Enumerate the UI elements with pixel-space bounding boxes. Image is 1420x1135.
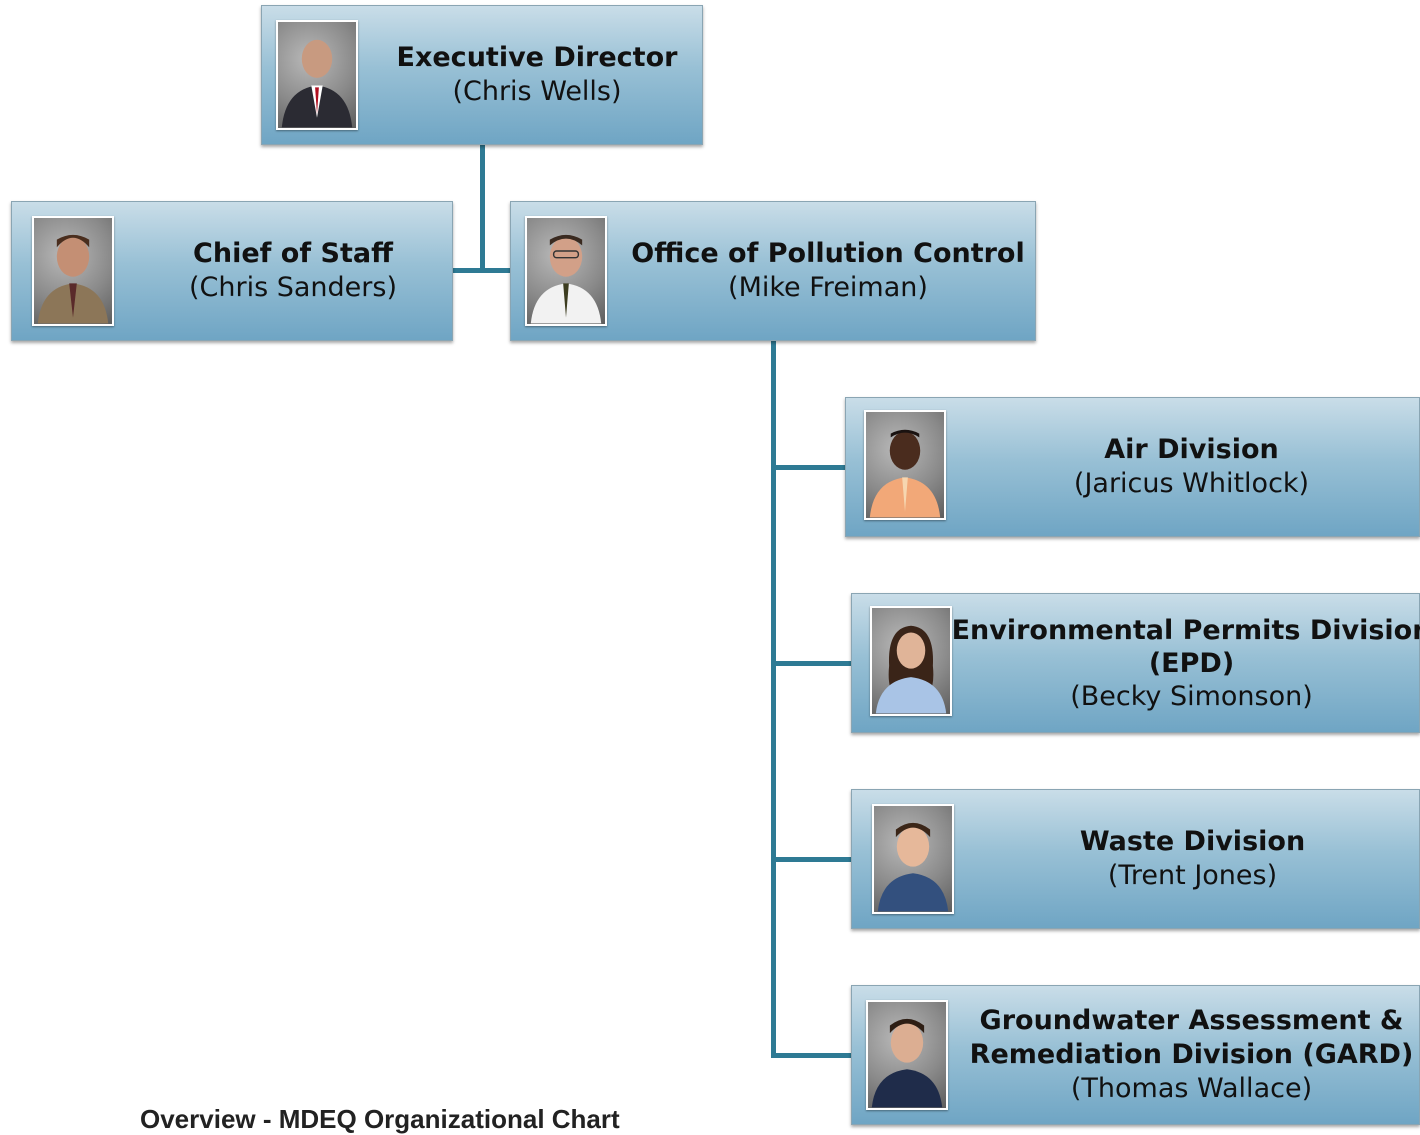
person-silhouette-icon xyxy=(530,234,602,324)
node-title: Groundwater Assessment & xyxy=(979,1005,1404,1036)
node-title: Waste Division xyxy=(1079,826,1306,857)
node-title: Air Division xyxy=(1104,434,1279,465)
node-person-name: (Chris Wells) xyxy=(452,76,622,107)
waste-division-text: Waste Division (Trent Jones) xyxy=(966,790,1419,928)
node-executive-director[interactable]: Executive Director (Chris Wells) xyxy=(261,5,703,145)
node-gard[interactable]: Groundwater Assessment & Remediation Div… xyxy=(851,985,1420,1125)
pollution-control-text: Office of Pollution Control (Mike Freima… xyxy=(621,202,1035,340)
connector-waste-branch xyxy=(771,857,852,862)
chief-of-staff-text: Chief of Staff (Chris Sanders) xyxy=(134,202,452,340)
gard-text: Groundwater Assessment & Remediation Div… xyxy=(964,986,1419,1124)
node-title-line-2: (EPD) xyxy=(1148,647,1235,679)
node-title: Office of Pollution Control xyxy=(631,238,1025,269)
node-person-name: (Trent Jones) xyxy=(1107,860,1278,891)
executive-director-photo xyxy=(276,20,358,130)
gard-photo xyxy=(866,1000,948,1110)
footer-caption: Overview - MDEQ Organizational Chart xyxy=(140,1104,620,1134)
person-silhouette-icon xyxy=(875,625,947,714)
chief-of-staff-photo xyxy=(32,216,114,326)
waste-division-photo xyxy=(872,804,954,914)
node-person-name: (Chris Sanders) xyxy=(189,272,397,303)
connector-staff-pollution-horizontal xyxy=(453,268,511,273)
person-silhouette-icon xyxy=(37,234,109,324)
node-person-name: (Becky Simonson) xyxy=(1070,680,1313,712)
node-epd[interactable]: Environmental Permits Division (EPD) (Be… xyxy=(851,593,1420,733)
node-title-line-2: Remediation Division (GARD) xyxy=(969,1039,1414,1070)
connector-epd-branch xyxy=(771,661,852,666)
person-silhouette-icon xyxy=(869,429,941,518)
node-person-name: (Jaricus Whitlock) xyxy=(1073,468,1310,499)
pollution-control-photo xyxy=(525,216,607,326)
person-silhouette-icon xyxy=(871,1018,943,1108)
air-division-photo xyxy=(864,410,946,520)
person-silhouette-icon xyxy=(877,822,949,912)
node-waste-division[interactable]: Waste Division (Trent Jones) xyxy=(851,789,1420,929)
node-pollution-control[interactable]: Office of Pollution Control (Mike Freima… xyxy=(510,201,1036,341)
connector-pollution-vertical xyxy=(771,341,776,1057)
node-air-division[interactable]: Air Division (Jaricus Whitlock) xyxy=(845,397,1420,537)
connector-air-branch xyxy=(771,465,846,470)
node-title: Executive Director xyxy=(396,42,678,73)
node-title: Chief of Staff xyxy=(193,238,393,269)
connector-gard-branch xyxy=(771,1053,852,1058)
connector-exec-vertical xyxy=(480,145,485,272)
epd-photo xyxy=(870,606,952,716)
air-division-text: Air Division (Jaricus Whitlock) xyxy=(964,398,1419,536)
node-title: Environmental Permits Division xyxy=(951,614,1420,646)
node-chief-of-staff[interactable]: Chief of Staff (Chris Sanders) xyxy=(11,201,453,341)
epd-text: Environmental Permits Division (EPD) (Be… xyxy=(952,594,1420,732)
executive-director-text: Executive Director (Chris Wells) xyxy=(372,6,702,144)
node-person-name: (Thomas Wallace) xyxy=(1070,1073,1313,1104)
person-silhouette-icon xyxy=(281,39,353,128)
node-person-name: (Mike Freiman) xyxy=(728,272,928,303)
